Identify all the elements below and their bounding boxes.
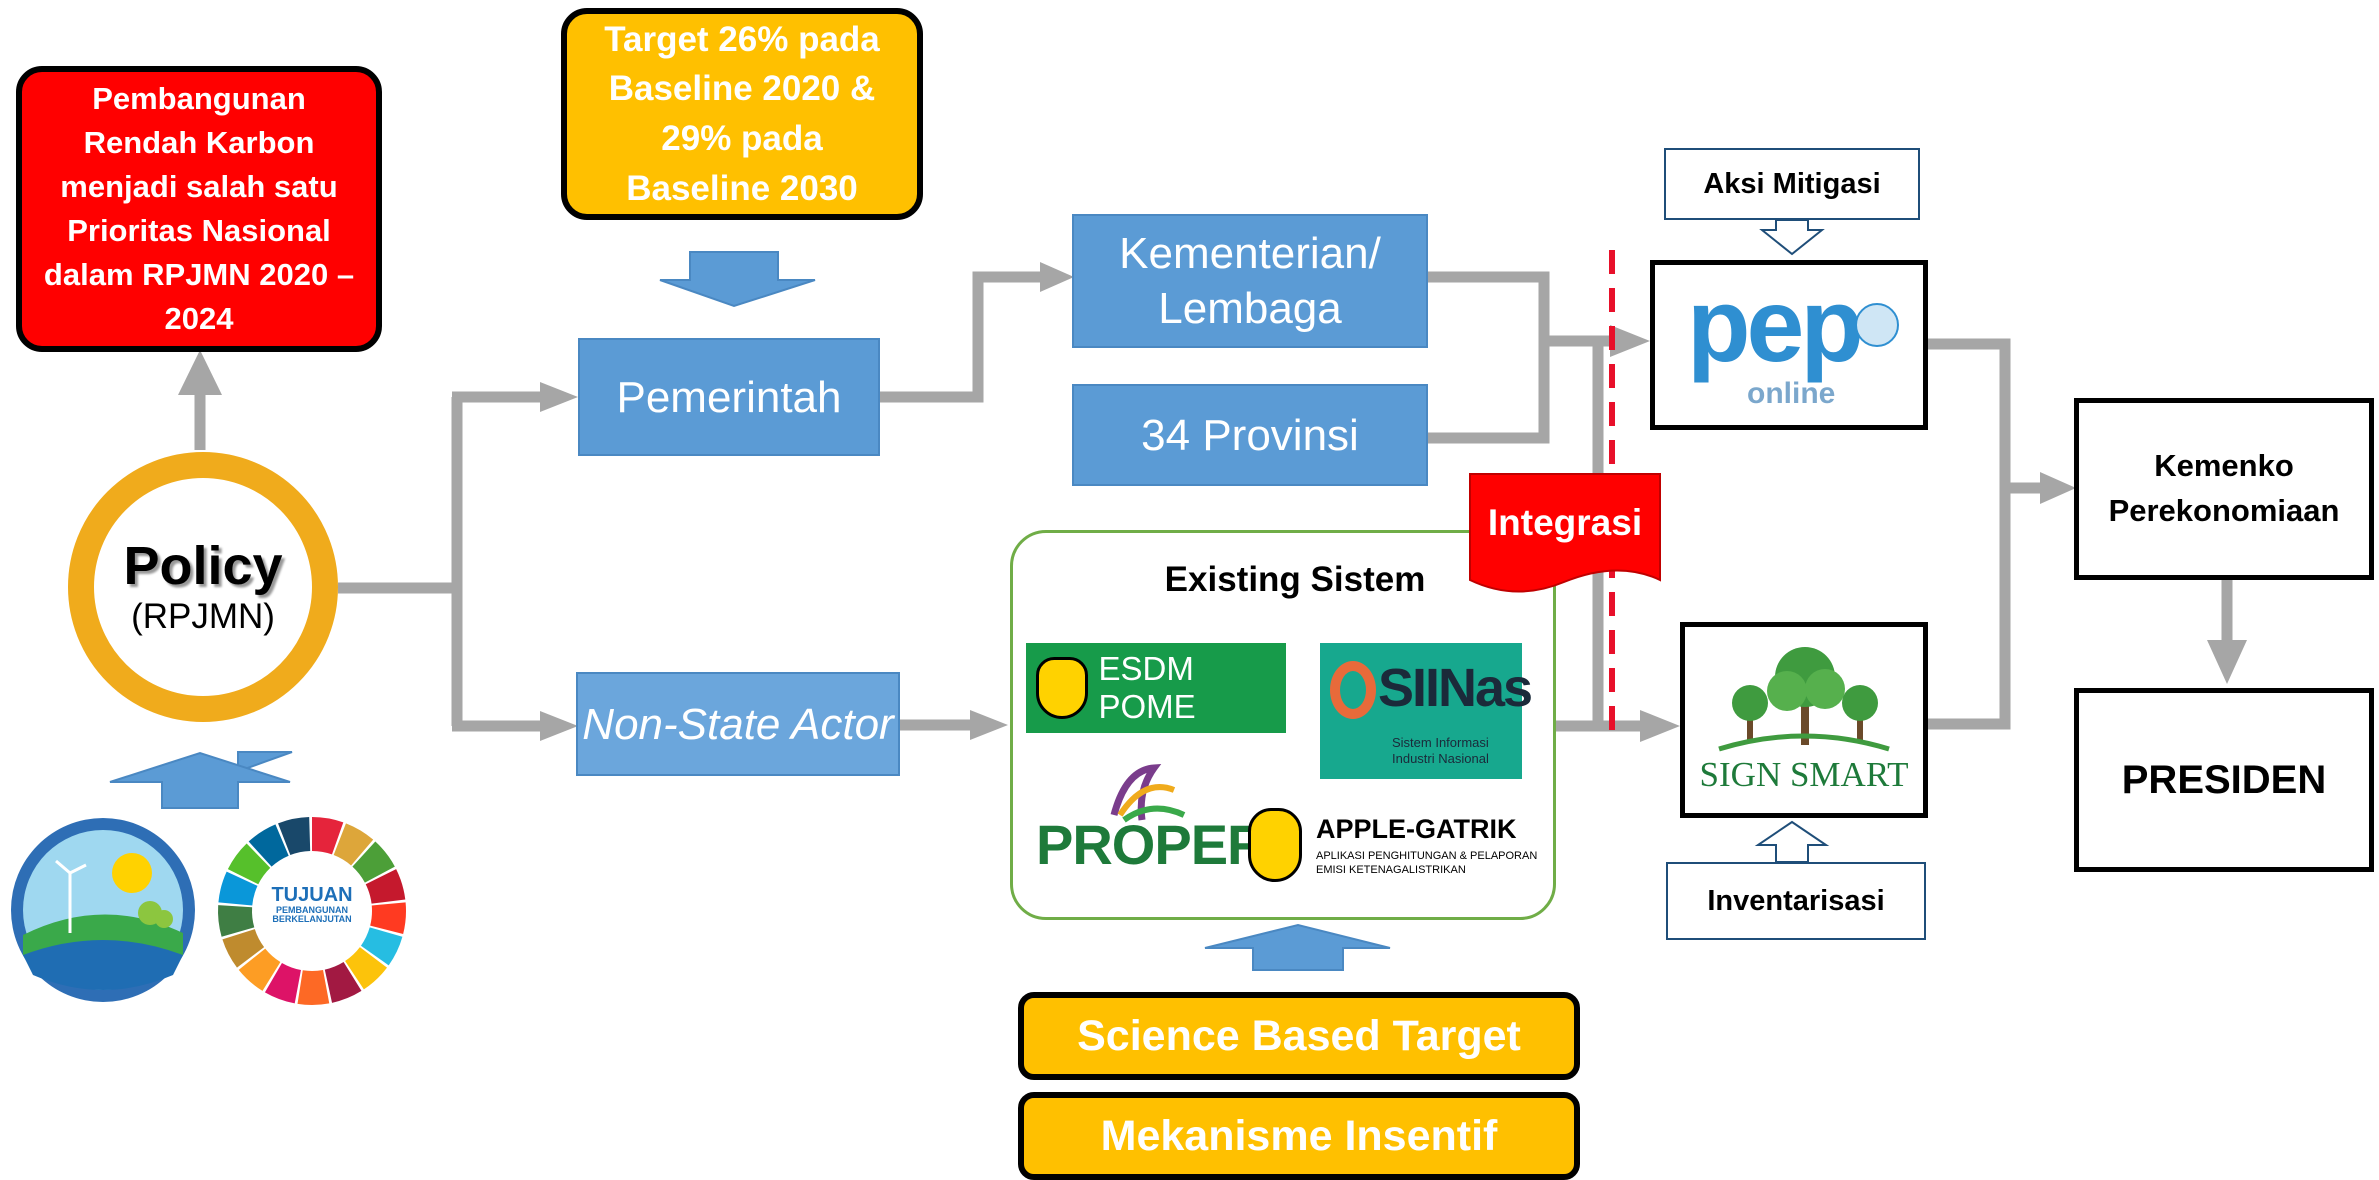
presiden-label: PRESIDEN: [2121, 757, 2327, 802]
pemerintah-label: Pemerintah: [616, 372, 842, 422]
aksi-mitigasi-label: Aksi Mitigasi: [1703, 167, 1881, 200]
inventarisasi-label-box: Inventarisasi: [1666, 862, 1926, 940]
sdg-wheel-segment: [248, 824, 289, 867]
science-based-target-label: Science Based Target: [1077, 1011, 1521, 1060]
siinas-title: SIINas: [1378, 658, 1533, 718]
integrasi-label: Integrasi: [1487, 502, 1643, 543]
siinas-logo: SIINas Sistem Informasi Industri Nasiona…: [1320, 643, 1533, 779]
non-state-actor-label: Non-State Actor: [582, 699, 894, 749]
sdg-wheel-segment: [278, 817, 311, 856]
sign-smart-box: SIGN SMART: [1680, 622, 1928, 818]
policy-subtitle: (RPJMN): [131, 596, 275, 636]
sdg-wheel-segment: [297, 969, 330, 1005]
sdg-wheel-segment: [312, 817, 344, 855]
gear-icon: [1330, 661, 1376, 719]
esdm-emblem-icon: [1036, 657, 1089, 719]
sdg-wheel-segment: [238, 948, 281, 991]
aksi-mitigasi-label-box: Aksi Mitigasi: [1664, 148, 1920, 220]
kemenko-box: Kemenko Perekonomiaan: [2074, 398, 2374, 580]
science-based-target-box: Science Based Target: [1018, 992, 1580, 1080]
provinsi-box: 34 Provinsi: [1072, 384, 1428, 486]
kemenko-label: Kemenko Perekonomiaan: [2108, 448, 2340, 528]
kementerian-label: Kementerian/ Lembaga: [1119, 229, 1381, 333]
sdg-wheel-segment: [218, 905, 255, 937]
apple-gatrik-logo: APPLE-GATRIK APLIKASI PENGHITUNGAN & PEL…: [1248, 808, 1538, 884]
sdg-wheel-segment: [264, 962, 301, 1004]
pep-online-text: online: [1747, 377, 1836, 410]
sdg-wheel-segment: [370, 902, 406, 935]
apple-gatrik-sub2: EMISI KETENAGALISTRIKAN: [1316, 864, 1466, 876]
policy-circle: Policy (RPJMN): [68, 452, 338, 722]
sign-smart-label: SIGN SMART: [1699, 755, 1909, 794]
mekanisme-insentif-label: Mekanisme Insentif: [1100, 1111, 1498, 1160]
sdg-wheel-segment: [345, 947, 388, 990]
siinas-sub1: Sistem Informasi: [1392, 735, 1489, 750]
low-carbon-priority-box: Pembangunan Rendah Karbon menjadi salah …: [16, 66, 382, 352]
low-carbon-logo: [8, 815, 198, 1005]
target-box: Target 26% pada Baseline 2020 & 29% pada…: [561, 8, 923, 220]
pep-online-logo: pep online: [1679, 268, 1899, 410]
inventarisasi-label: Inventarisasi: [1707, 884, 1885, 917]
siinas-sub2: Industri Nasional: [1392, 751, 1489, 766]
sdg-wheel-segment: [333, 823, 374, 866]
target-text: Target 26% pada Baseline 2020 & 29% pada…: [604, 19, 880, 208]
pemerintah-box: Pemerintah: [578, 338, 880, 456]
globe-icon: [1855, 303, 1899, 347]
pep-logo-text: pep: [1687, 268, 1864, 384]
sdg-wheel-segment: [360, 927, 403, 966]
mekanisme-insentif-box: Mekanisme Insentif: [1018, 1092, 1580, 1180]
esdm-pome-label: ESDM POME: [1098, 650, 1196, 725]
sdg-wheel-segment: [365, 869, 406, 904]
apple-gatrik-title: APPLE-GATRIK: [1316, 814, 1517, 844]
sdg-wheel-segment: [218, 871, 258, 906]
sdg-wheel-segment: [227, 843, 271, 885]
sdg-wheel-segment: [324, 962, 362, 1003]
sdg-wheel-segment: [352, 841, 395, 883]
existing-system-title: Existing Sistem: [1164, 560, 1426, 599]
esdm-pome-logo: ESDM POME: [1026, 643, 1286, 733]
kementerian-box: Kementerian/ Lembaga: [1072, 214, 1428, 348]
proper-label: PROPER: [1036, 813, 1267, 876]
sdg-sub1: PEMBANGUNAN: [276, 905, 348, 915]
sdg-wheel-logo: TUJUAN PEMBANGUNAN BERKELANJUTAN: [216, 815, 408, 1007]
proper-logo: PROPER: [1034, 760, 1267, 880]
presiden-box: PRESIDEN: [2074, 688, 2374, 872]
sdg-wheel-segment: [222, 929, 265, 968]
integrasi-flag: Integrasi: [1468, 472, 1662, 596]
sdg-sub2: BERKELANJUTAN: [272, 914, 352, 925]
pep-online-box: pep online: [1650, 260, 1928, 430]
apple-emblem-icon: [1248, 808, 1302, 882]
forest-icon: [1718, 647, 1890, 752]
policy-title: Policy: [123, 536, 283, 597]
non-state-actor-box: Non-State Actor: [576, 672, 900, 776]
provinsi-label: 34 Provinsi: [1141, 410, 1359, 460]
low-carbon-priority-text: Pembangunan Rendah Karbon menjadi salah …: [43, 80, 355, 337]
apple-gatrik-sub1: APLIKASI PENGHITUNGAN & PELAPORAN: [1316, 850, 1538, 862]
sdg-title: TUJUAN: [271, 884, 353, 906]
